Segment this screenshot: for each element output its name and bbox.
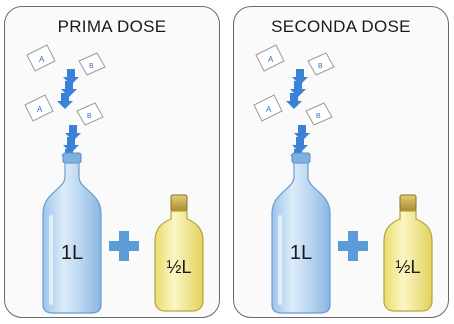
sachet-icon: B xyxy=(78,52,106,76)
panel-second-dose: SECONDA DOSE A B xyxy=(233,6,449,318)
plus-icon xyxy=(109,231,139,261)
sachet-icon: B xyxy=(305,102,333,126)
sachet-icon: A xyxy=(26,44,56,72)
sachet-icon: B xyxy=(76,102,104,126)
sachet-icon: A xyxy=(24,94,54,122)
sachet-letter: A xyxy=(39,55,45,64)
big-bottle-label: 1L xyxy=(61,242,83,264)
sachet-icon: A xyxy=(255,44,285,72)
sachet-letter: A xyxy=(37,105,43,114)
big-bottle-label: 1L xyxy=(290,242,312,264)
panel-first-dose: PRIMA DOSE A B xyxy=(4,6,220,318)
panel-illustration: A B A B 1L xyxy=(253,44,433,314)
small-bottle-label: ½L xyxy=(395,257,420,277)
arrow-down-icon xyxy=(57,69,79,109)
small-bottle: ½L xyxy=(383,194,433,312)
big-bottle: 1L xyxy=(271,152,331,314)
arrow-down-icon xyxy=(286,69,308,109)
sachet-icon: B xyxy=(307,52,335,76)
panel-title: SECONDA DOSE xyxy=(271,17,411,36)
small-bottle: ½L xyxy=(154,194,204,312)
sachet-icon: A xyxy=(253,94,283,122)
sachet-letter: A xyxy=(268,55,274,64)
sachet-letter: B xyxy=(318,63,323,70)
sachet-letter: B xyxy=(87,113,92,120)
sachet-letter: B xyxy=(89,63,94,70)
plus-icon xyxy=(338,231,368,261)
sachet-letter: B xyxy=(316,113,321,120)
panel-illustration: A B A B 1L xyxy=(24,44,204,314)
big-bottle: 1L xyxy=(42,152,102,314)
small-bottle-label: ½L xyxy=(166,257,191,277)
sachet-letter: A xyxy=(266,105,272,114)
panel-title: PRIMA DOSE xyxy=(57,17,167,36)
